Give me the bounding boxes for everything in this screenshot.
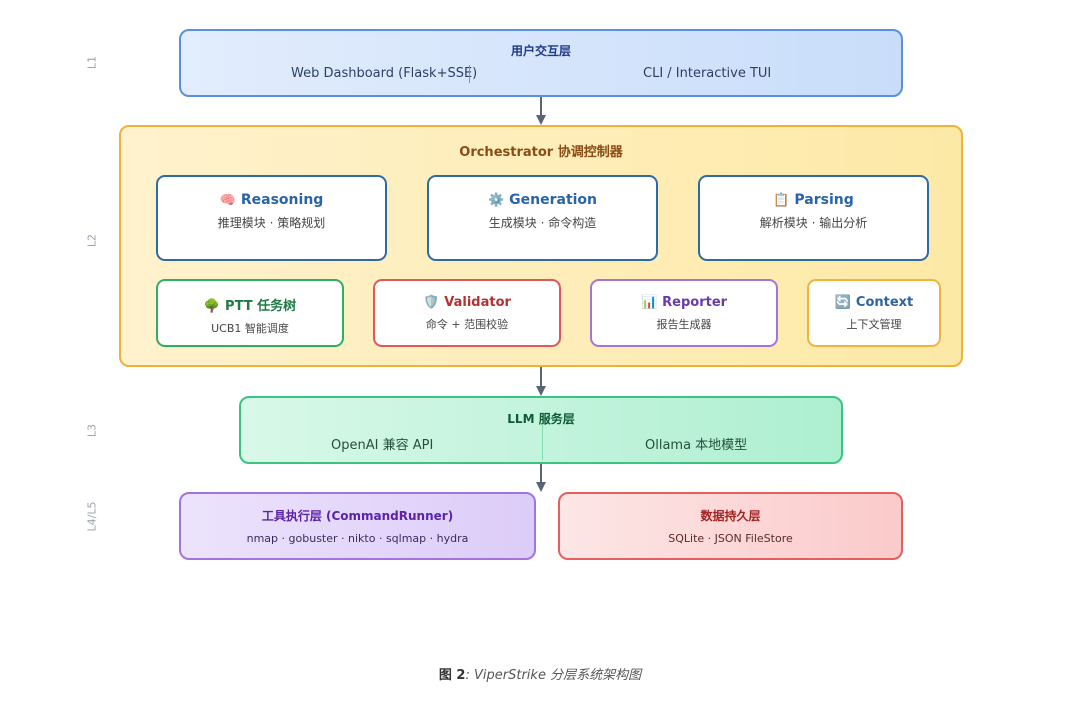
parsing-subtitle: 解析模块 · 输出分析 (759, 216, 868, 230)
llm-layer-title: LLM 服务层 (507, 412, 575, 426)
caption-text: ViperStrike 分层系统架构图 (469, 668, 642, 683)
user-layer-divider (469, 65, 470, 83)
gear-icon: ⚙️ (487, 193, 505, 208)
data-layer-subtitle: SQLite · JSON FileStore (668, 532, 793, 545)
brain-icon: 🧠 (219, 193, 236, 208)
ptt-task-tree: 🌳 PTT 任务树 UCB1 智能调度 (156, 279, 344, 347)
llm-service-layer: LLM 服务层 OpenAI 兼容 API Ollama 本地模型 (239, 396, 843, 464)
tree-icon: 🌳 (203, 299, 221, 314)
parsing-module: 📋 Parsing 解析模块 · 输出分析 (698, 175, 929, 261)
generation-title: Generation (509, 192, 598, 208)
tool-execution-layer: 工具执行层 (CommandRunner) nmap · gobuster · … (179, 492, 536, 560)
validator-title: Validator (444, 295, 511, 310)
reporter-subtitle: 报告生成器 (656, 318, 712, 331)
ptt-subtitle: UCB1 智能调度 (211, 322, 289, 335)
validator-subtitle: 命令 + 范围校验 (425, 318, 509, 331)
cli-label: CLI / Interactive TUI (643, 66, 772, 81)
reasoning-title: Reasoning (240, 192, 324, 208)
parsing-title: Parsing (794, 192, 854, 208)
ptt-title: PTT 任务树 (225, 299, 297, 314)
data-layer-title: 数据持久层 (700, 509, 761, 523)
caption-separator: : (465, 668, 470, 683)
validator-component: 🛡️ Validator 命令 + 范围校验 (373, 279, 561, 347)
refresh-icon: 🔄 (834, 295, 851, 310)
generation-module: ⚙️ Generation 生成模块 · 命令构造 (427, 175, 658, 261)
bar-chart-icon: 📊 (640, 295, 658, 310)
generation-subtitle: 生成模块 · 命令构造 (488, 216, 597, 230)
context-title: Context (855, 295, 914, 310)
llm-layer-divider (542, 424, 543, 460)
user-interaction-layer: 用户交互层 Web Dashboard (Flask+SSE) CLI / In… (179, 29, 903, 97)
clipboard-icon: 📋 (773, 193, 790, 208)
ollama-label: Ollama 本地模型 (645, 438, 748, 453)
data-persistence-layer: 数据持久层 SQLite · JSON FileStore (558, 492, 903, 560)
tool-layer-subtitle: nmap · gobuster · nikto · sqlmap · hydra (246, 532, 469, 545)
reasoning-module: 🧠 Reasoning 推理模块 · 策略规划 (156, 175, 387, 261)
figure-caption: 图 2: ViperStrike 分层系统架构图 (0, 664, 1080, 683)
orchestrator-title: Orchestrator 协调控制器 (459, 145, 623, 160)
shield-icon: 🛡️ (423, 295, 440, 310)
orchestrator-layer: Orchestrator 协调控制器 🧠 Reasoning 推理模块 · 策略规… (119, 125, 963, 367)
user-layer-title: 用户交互层 (510, 44, 571, 58)
web-dashboard-label: Web Dashboard (Flask+SSE) (291, 66, 478, 81)
figure-number: 图 2 (438, 668, 466, 683)
reasoning-subtitle: 推理模块 · 策略规划 (217, 216, 326, 230)
tool-layer-title: 工具执行层 (CommandRunner) (261, 509, 454, 523)
context-subtitle: 上下文管理 (846, 318, 902, 331)
context-component: 🔄 Context 上下文管理 (807, 279, 941, 347)
reporter-title: Reporter (662, 295, 728, 310)
openai-api-label: OpenAI 兼容 API (331, 438, 434, 453)
reporter-component: 📊 Reporter 报告生成器 (590, 279, 778, 347)
